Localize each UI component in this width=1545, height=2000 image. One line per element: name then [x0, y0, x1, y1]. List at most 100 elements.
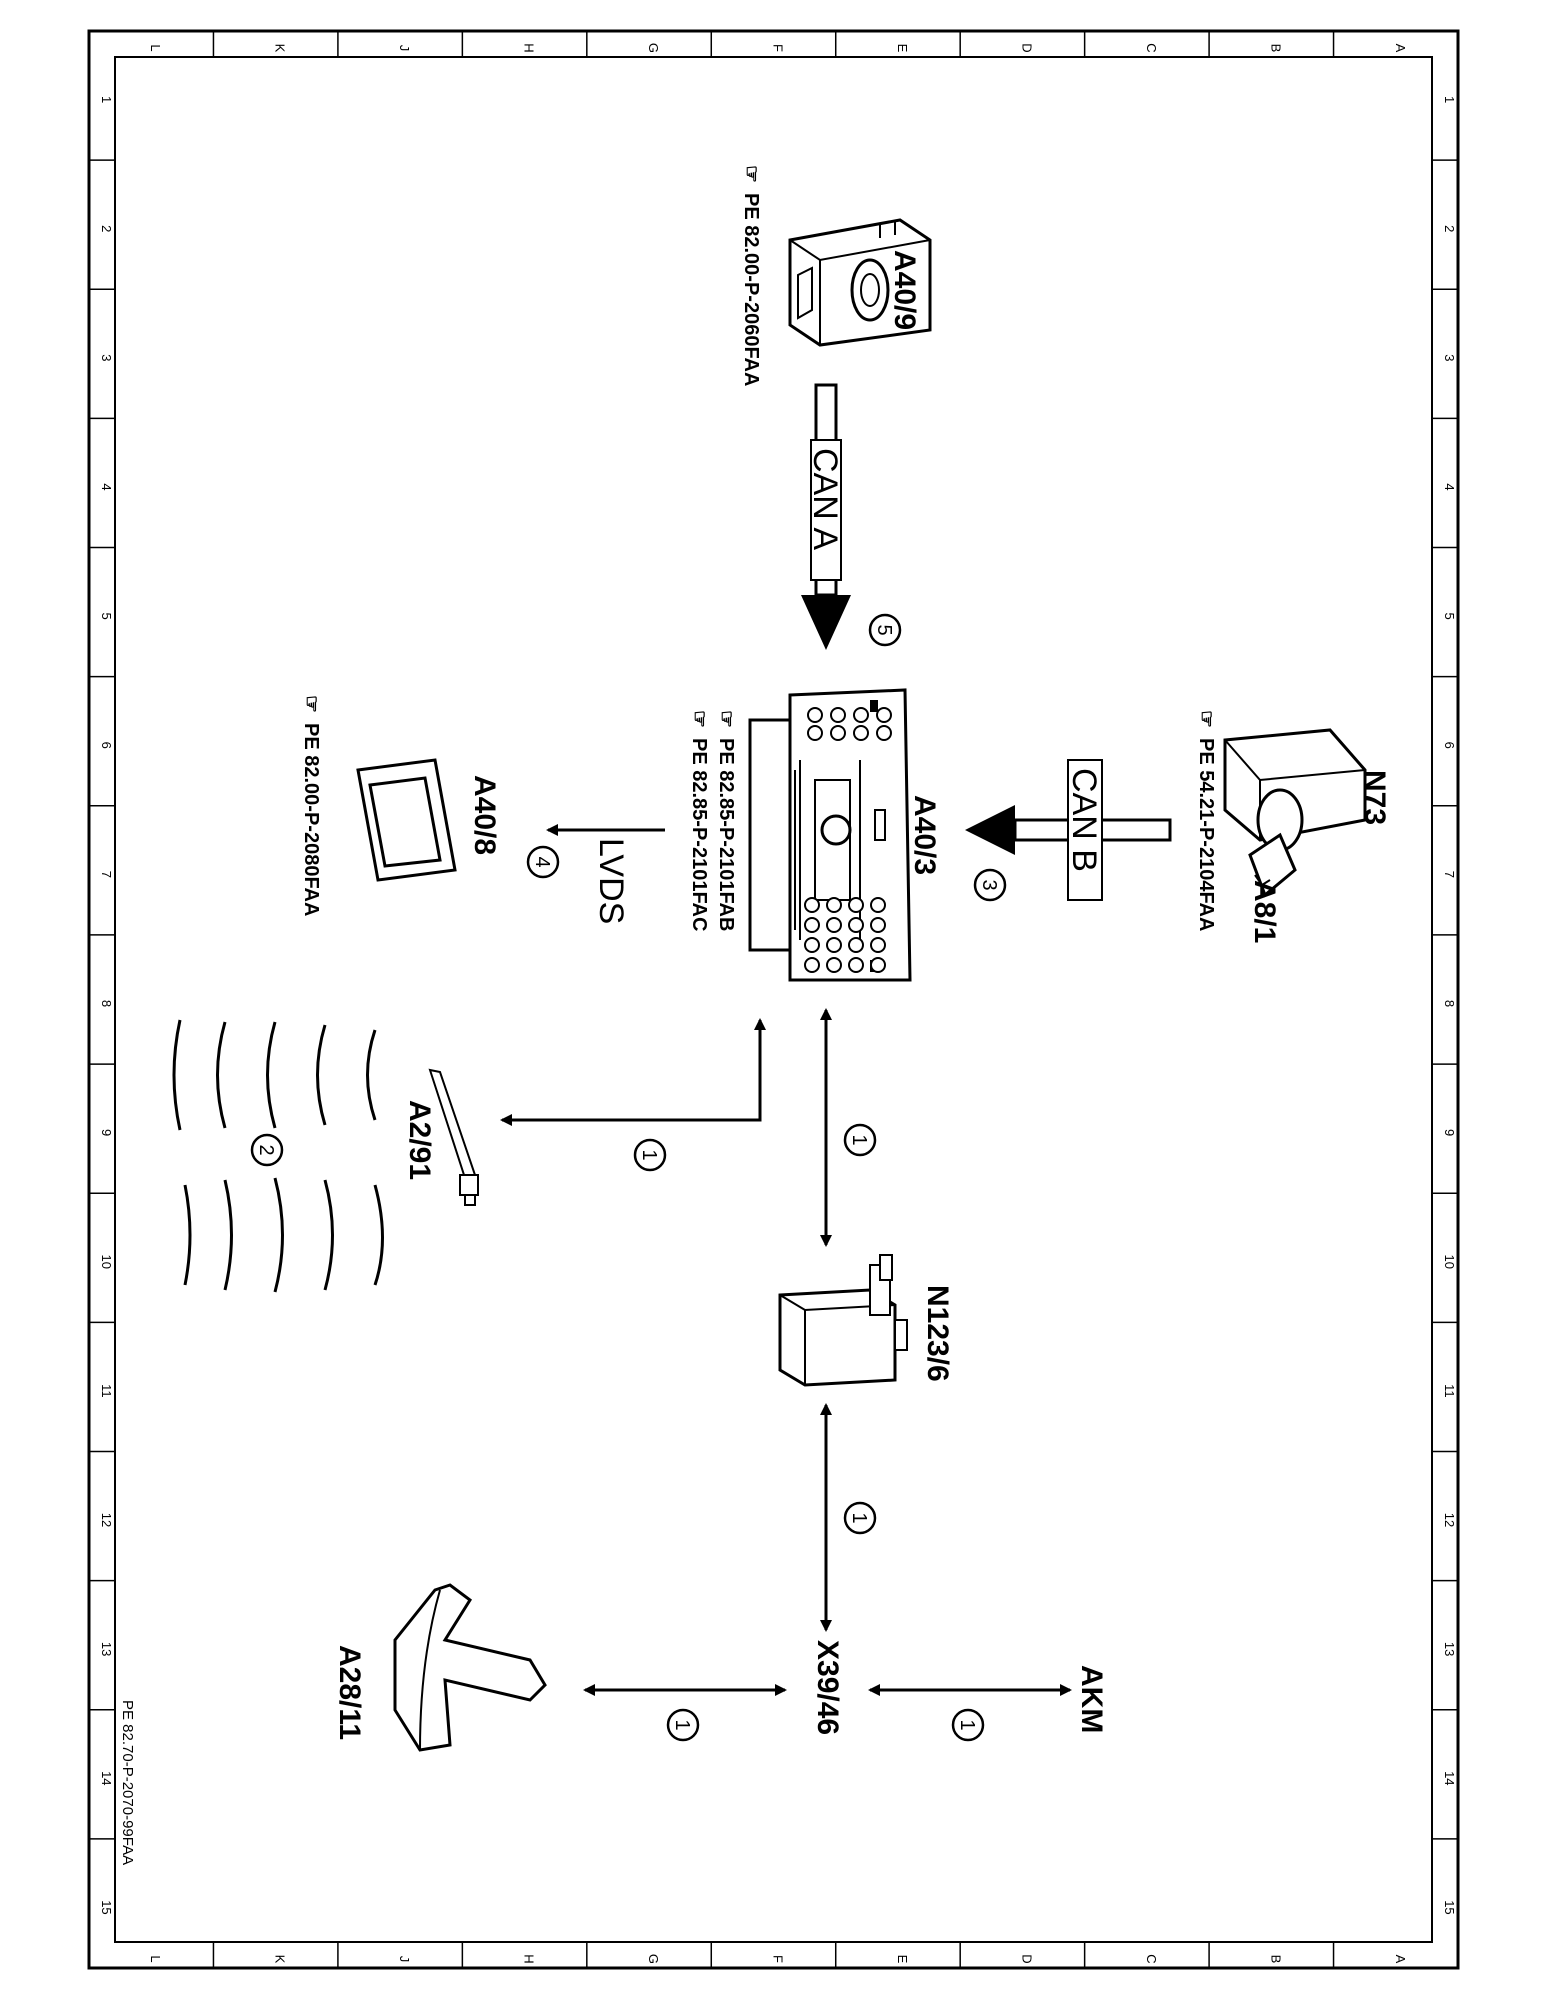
grid-number-right: 1 [1442, 96, 1457, 103]
a40-8-label: A40/8 [468, 775, 501, 855]
pointing-hand-icon: ☞ [688, 710, 710, 728]
grid-number-right: 11 [1442, 1384, 1457, 1398]
grid-number-left: 12 [99, 1513, 114, 1527]
pointing-hand-icon: ☞ [1195, 710, 1217, 728]
grid-letter-bottom: H [522, 1954, 537, 1963]
grid-letter-bottom: A [1393, 1955, 1408, 1964]
head-unit-button [876, 707, 892, 723]
head-unit-button [848, 897, 864, 913]
callout-5: 5 [868, 613, 902, 647]
svg-text:1: 1 [638, 1149, 660, 1160]
grid-number-left: 13 [99, 1642, 114, 1656]
grid-number-right: 14 [1442, 1771, 1457, 1785]
grid-number-left: 1 [99, 96, 114, 103]
head-unit-button [853, 707, 869, 723]
grid-letter-top: K [273, 44, 288, 53]
n73-ref: ☞ PE 54.21-P-2104FAA [1195, 710, 1217, 931]
head-unit-button [807, 725, 823, 741]
grid-letter-bottom: K [273, 1955, 288, 1964]
grid-number-right: 8 [1442, 1000, 1457, 1007]
grid-letter-bottom: D [1019, 1954, 1034, 1963]
svg-text:1: 1 [848, 1512, 870, 1523]
grid-number-left: 4 [99, 483, 114, 490]
camera-unit-icon [788, 218, 932, 347]
grid-number-right: 13 [1442, 1642, 1457, 1656]
grid-letter-top: B [1268, 44, 1283, 53]
svg-text:1: 1 [848, 1134, 870, 1145]
grid-number-right: 9 [1442, 1129, 1457, 1136]
grid-letter-bottom: F [771, 1955, 786, 1963]
head-unit-button [804, 917, 820, 933]
grid-number-right: 2 [1442, 225, 1457, 232]
a40-3-ref-2: ☞ PE 82.85-P-2101FAC [688, 710, 710, 931]
grid-letter-top: C [1144, 43, 1159, 52]
grid-number-right: 7 [1442, 871, 1457, 878]
grid-letter-bottom: J [397, 1956, 412, 1963]
head-unit-button [870, 957, 886, 973]
grid-number-right: 10 [1442, 1255, 1457, 1269]
a8-1-label: A8/1 [1248, 880, 1281, 943]
grid-letter-top: H [522, 43, 537, 52]
grid-number-right: 5 [1442, 612, 1457, 619]
grid-letter-top: A [1393, 44, 1408, 53]
n73-label: N73 [1358, 770, 1391, 825]
head-unit-button [870, 937, 886, 953]
lvds-label: LVDS [592, 838, 630, 924]
head-unit-buttons [804, 707, 892, 973]
grid-number-right: 6 [1442, 742, 1457, 749]
display-icon [356, 758, 457, 882]
a40-9-ref: ☞ PE 82.00-P-2060FAA [740, 165, 762, 386]
head-unit-button [830, 725, 846, 741]
shark-fin-antenna-icon [393, 1583, 547, 1752]
grid-number-right: 4 [1442, 483, 1457, 490]
can-b-label: CAN B [1065, 768, 1103, 872]
grid-number-left: 9 [99, 1129, 114, 1136]
head-unit-button [870, 897, 886, 913]
grid-letter-bottom: E [895, 1955, 910, 1964]
control-module-icon [778, 1254, 908, 1387]
head-unit-button [807, 707, 823, 723]
callout-1c: 1 [843, 1501, 877, 1535]
grid-number-left: 5 [99, 612, 114, 619]
grid-letter-bottom: C [1144, 1954, 1159, 1963]
callout-3: 3 [973, 868, 1007, 902]
a40-9-ref-text: PE 82.00-P-2060FAA [740, 193, 762, 386]
can-b-arrowhead [965, 805, 1015, 855]
pointing-hand-icon: ☞ [300, 695, 322, 713]
n73-ref-text: PE 54.21-P-2104FAA [1195, 738, 1217, 931]
footer-document-code: PE 82.70-P-2070-99FAA [119, 1700, 136, 1865]
callout-1: 1 [633, 1138, 667, 1172]
can-b-label-box [1067, 759, 1103, 901]
a40-3-label: A40/3 [908, 795, 941, 875]
head-unit-button [804, 957, 820, 973]
svg-text:1: 1 [956, 1719, 978, 1730]
head-unit-button [826, 957, 842, 973]
inner-frame [114, 56, 1433, 1943]
grid-number-left: 3 [99, 354, 114, 361]
grid-number-left: 11 [99, 1384, 114, 1398]
head-unit-button [826, 917, 842, 933]
svg-text:2: 2 [255, 1144, 277, 1155]
head-unit-button [830, 707, 846, 723]
pointing-hand-icon: ☞ [715, 710, 737, 728]
grid-number-left: 10 [99, 1255, 114, 1269]
head-unit-button [848, 957, 864, 973]
head-unit-button [826, 937, 842, 953]
head-unit-button [853, 725, 869, 741]
head-unit-button [870, 917, 886, 933]
a2-91-label: A2/91 [403, 1100, 436, 1180]
a40-3-ref-1: ☞ PE 82.85-P-2101FAB [715, 710, 737, 931]
callout-1b: 1 [843, 1123, 877, 1157]
grid-number-left: 15 [99, 1900, 114, 1914]
grid-letter-bottom: L [148, 1955, 163, 1962]
head-unit-button [804, 937, 820, 953]
grid-letter-top: J [397, 45, 412, 52]
callout-4: 4 [526, 845, 560, 879]
grid-number-left: 2 [99, 225, 114, 232]
grid-number-right: 3 [1442, 354, 1457, 361]
grid-letter-top: G [646, 43, 661, 53]
grid-number-left: 8 [99, 1000, 114, 1007]
grid-letter-bottom: G [646, 1954, 661, 1964]
head-unit-button [848, 937, 864, 953]
